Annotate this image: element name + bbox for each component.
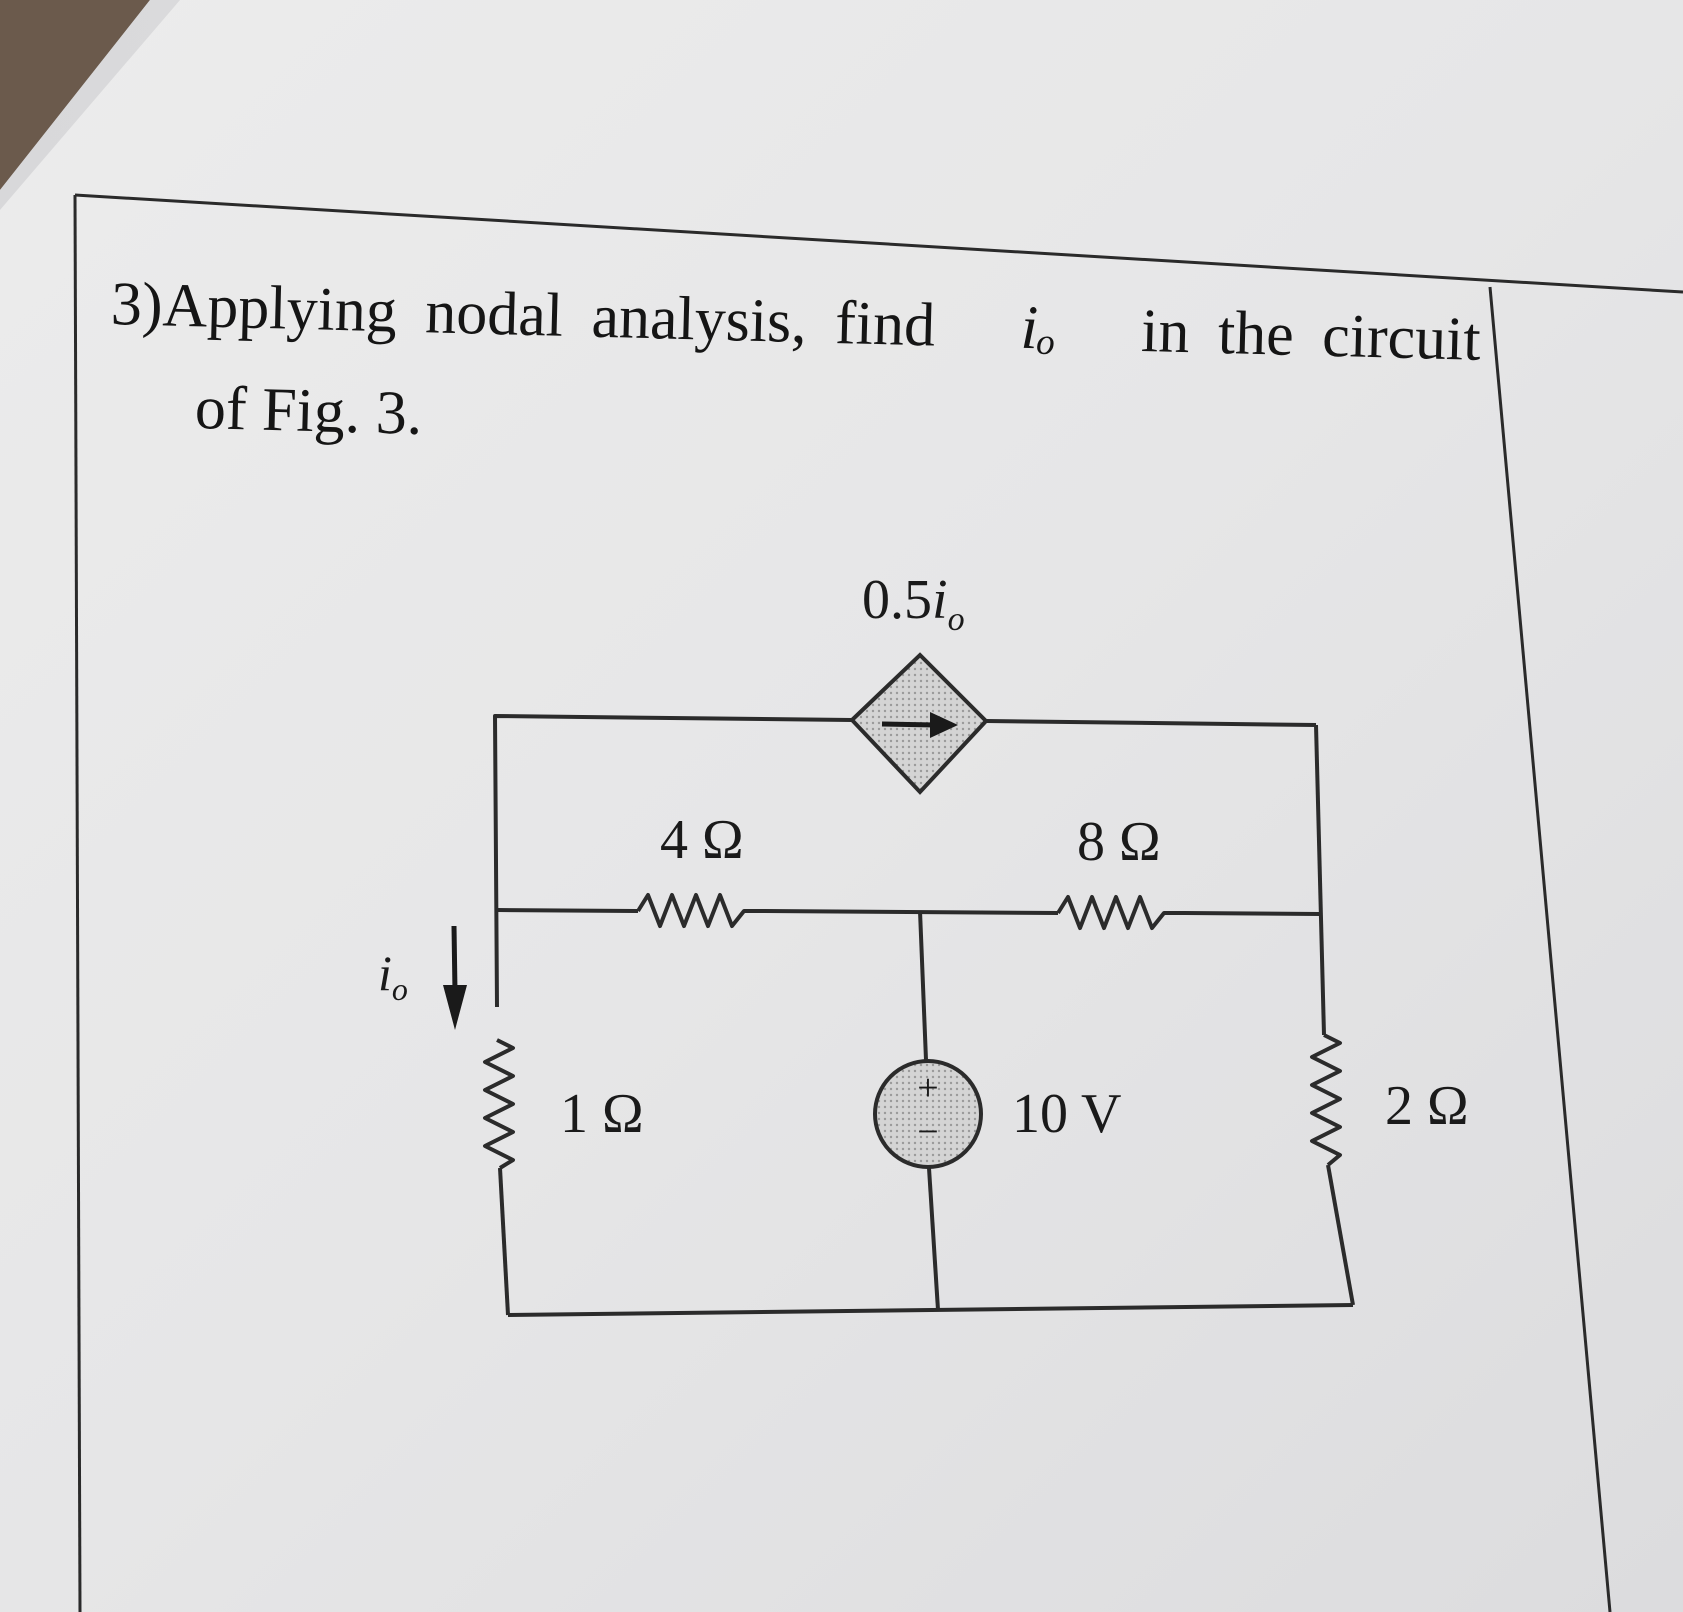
voltage-source-body — [873, 1059, 983, 1169]
arrow-right-icon — [930, 712, 958, 738]
vs-minus-sign: − — [917, 1111, 938, 1153]
question-line-2: of Fig. 3. — [194, 373, 424, 448]
label-resistor-8ohm: 8 Ω — [1077, 811, 1161, 873]
vs-plus-sign: + — [917, 1067, 938, 1109]
dependent-source-label: 0.5io — [862, 569, 965, 638]
question-number: 3) — [110, 269, 164, 340]
voltage-source: + − — [873, 1059, 983, 1169]
dependent-source-sub: o — [948, 601, 965, 638]
wire-top-right — [985, 719, 1317, 727]
wire-right-upper — [1314, 724, 1326, 1036]
label-current-io: io — [378, 945, 408, 1007]
current-arrow-io — [443, 925, 467, 1030]
question-text-after: in the circuit — [1140, 296, 1482, 374]
wire-mid-b — [764, 909, 1059, 915]
label-resistor-2ohm: 2 Ω — [1385, 1075, 1469, 1137]
wire-center-upper — [918, 910, 928, 1061]
table-border — [73, 193, 1683, 1612]
label-resistor-1ohm: 1 Ω — [560, 1083, 644, 1145]
label-resistor-4ohm: 4 Ω — [660, 809, 744, 871]
wire-mid-a — [496, 908, 639, 913]
wire-center-lower — [927, 1167, 940, 1311]
wire-mid-c — [1184, 911, 1321, 916]
resistor-1ohm-zigzag — [483, 1038, 515, 1170]
dependent-source-coefficient: 0.5 — [862, 569, 932, 631]
wire-top-left — [493, 714, 853, 1008]
source-arrow-shaft — [881, 721, 936, 728]
dependent-current-source — [849, 652, 989, 795]
question-variable: iₒ — [1019, 293, 1057, 363]
current-io-sub: o — [392, 971, 408, 1007]
io-arrow-shaft — [451, 925, 458, 993]
dependent-source-var: i — [932, 569, 948, 631]
arrow-down-icon — [443, 985, 467, 1030]
circuit-diagram — [483, 714, 1355, 1317]
wire-left-lower — [498, 1167, 510, 1316]
resistor-4ohm-zigzag — [636, 893, 765, 928]
label-voltage-10v: 10 V — [1012, 1083, 1121, 1145]
resistor-8ohm-zigzag — [1056, 895, 1185, 930]
current-io-var: i — [378, 945, 392, 1001]
resistor-2ohm-zigzag — [1310, 1033, 1342, 1167]
wire-right-lower — [1326, 1164, 1355, 1306]
wire-bottom — [507, 1303, 1354, 1317]
